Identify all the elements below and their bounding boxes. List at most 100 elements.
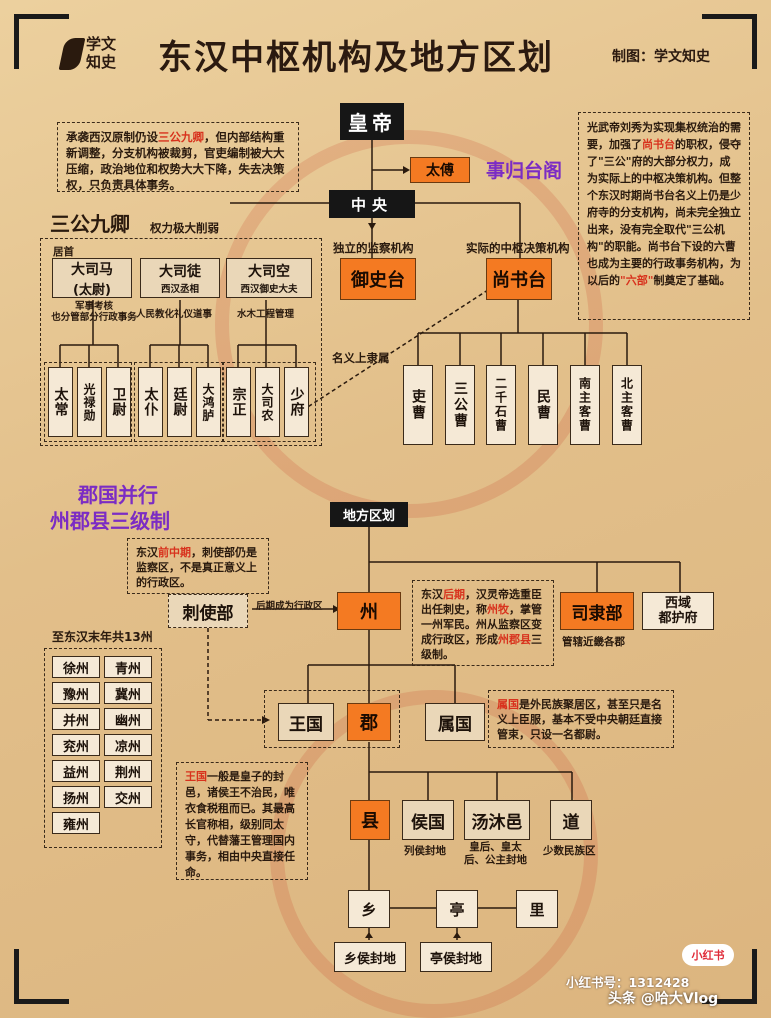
jun-node: 郡 [347, 703, 391, 741]
shangshu-caption: 实际的中枢决策机构 [466, 241, 570, 255]
jiuqing-node: 大鸿胪 [196, 367, 221, 437]
sangong-note: 承袭西汉原制仍设三公九卿，但内部结构重新调整，分支机构被裁剪，官吏编制被大大压缩… [57, 122, 299, 192]
xian-node: 县 [350, 800, 390, 840]
sangong-jiuqing-frame [40, 238, 322, 446]
liucao-node: 民曹 [528, 365, 558, 445]
brand-logo: 学文 知史 [58, 34, 132, 74]
note-highlight: 属国 [497, 698, 519, 711]
liucao-node: 二千石曹 [486, 365, 516, 445]
taifu-node: 太傅 [410, 157, 470, 183]
weakened-label: 权力极大削弱 [150, 221, 219, 235]
logo-line1: 学文 [86, 35, 117, 53]
dasima-node: 大司马 (太尉) [52, 258, 132, 298]
state-cell: 豫州 [52, 682, 100, 704]
note-text: ，刺使部仍是监察区，不是真正意义上的行政区。 [136, 546, 257, 589]
jiuqing-node: 光禄勋 [77, 367, 102, 437]
wangguo-jun-frame [264, 690, 400, 748]
jiuqing-group-frame [222, 362, 316, 442]
liucao-node: 北主客曹 [612, 365, 642, 445]
note-text: 的职权，侵夺了"三公"府的大部分权力，成为实际上的中枢决策机构。但整个东汉时期尚… [587, 138, 741, 287]
state-cell: 扬州 [52, 786, 100, 808]
corner-ornament-bl [14, 949, 69, 1004]
state-cell: 凉州 [104, 734, 152, 756]
jiuqing-group-frame [44, 362, 132, 442]
tangmuyi-desc: 皇后、皇太 后、公主封地 [464, 841, 527, 866]
note-highlight: 前中期 [158, 546, 191, 559]
note-highlight: 三公九卿 [158, 130, 204, 144]
local-heading-2: 州郡县三级制 [50, 509, 170, 533]
houguo-desc: 列侯封地 [404, 845, 446, 857]
brush-logo-icon [58, 38, 86, 70]
dasikong-label: 大司空 [248, 264, 290, 280]
li-node: 里 [516, 890, 558, 928]
tangmuyi-node: 汤沐邑 [464, 800, 530, 840]
yushi-caption: 独立的监察机构 [333, 241, 414, 255]
state-cell: 兖州 [52, 734, 100, 756]
page-title: 东汉中枢机构及地方区划 [158, 38, 554, 78]
xiaohongshu-badge: 小红书 [682, 944, 734, 966]
juzhu-label: 居首 [53, 246, 74, 258]
note-highlight: 尚书台 [642, 138, 675, 151]
shangshu-note: 光武帝刘秀为实现集权统治的需要，加强了尚书台的职权，侵夺了"三公"府的大部分权力… [578, 112, 750, 320]
jiuqing-node: 少府 [284, 367, 309, 437]
wangguo-note: 王国一般是皇子的封邑，诸侯王不治民，唯衣食税租而已。其最高长官称相，级别同太守，… [176, 762, 308, 880]
note-highlight: 后期 [443, 588, 465, 601]
jiuqing-node: 宗正 [226, 367, 251, 437]
corner-ornament-tl [14, 14, 69, 69]
chart-credit: 制图：学文知史 [612, 49, 710, 65]
later-admin-label: 后期成为行政区 [256, 601, 323, 612]
note-highlight: 州牧 [487, 603, 509, 616]
jiuqing-node: 大司农 [255, 367, 280, 437]
corner-ornament-br [702, 949, 757, 1004]
logo-line2: 知史 [86, 53, 117, 71]
ting-node: 亭 [436, 890, 478, 928]
note-highlight: 王国 [185, 770, 207, 783]
toutiao-watermark: 头条 @哈大Vlog [608, 991, 719, 1007]
sili-node: 司隶部 [560, 592, 634, 630]
emperor-node: 皇帝 [340, 103, 404, 140]
center-node: 中央 [329, 190, 415, 218]
state-cell: 幽州 [104, 708, 152, 730]
dasitu-sub: 西汉丞相 [160, 284, 199, 295]
dasima-sub: (太尉) [73, 282, 111, 298]
shuguo-note: 属国是外民族聚居区，甚至只是名义上臣服，基本不受中央朝廷直接管束，只设一名都尉。 [488, 690, 674, 748]
note-text: ，掌管一州军民。州从监察区变成行政区，形成 [421, 603, 542, 646]
note-text: 光武帝刘秀为实现集权统治的需要，加强了 [587, 121, 741, 151]
state-cell: 雍州 [52, 812, 100, 834]
yushitai-node: 御史台 [340, 258, 416, 300]
state-cell: 并州 [52, 708, 100, 730]
shuguo-node: 属国 [425, 703, 485, 741]
total13-label: 至东汉末年共13州 [52, 630, 153, 644]
dasitu-desc: 人民教化礼仪道事 [136, 309, 213, 320]
jiuqing-node: 廷尉 [167, 367, 192, 437]
note-text: 一般是皇子的封邑，诸侯王不治民，唯衣食税租而已。其最高长官称相，级别同太守，代替… [185, 770, 295, 879]
xiaohongshu-id: 小红书号：1312428 [566, 975, 690, 990]
state-cell: 交州 [104, 786, 152, 808]
zhou-node: 州 [337, 592, 401, 630]
nominal-label: 名义上隶属 [332, 351, 390, 365]
dasima-desc: 军事考核 也分管部分行政事务 [51, 301, 137, 323]
state-cell: 徐州 [52, 656, 100, 678]
jiuqing-node: 太常 [48, 367, 73, 437]
liucao-node: 吏曹 [403, 365, 433, 445]
note-text: 制奠定了基础。 [653, 274, 731, 287]
local-heading-1: 郡国并行 [78, 483, 158, 507]
liucao-node: 南主客曹 [570, 365, 600, 445]
xianghou-node: 乡侯封地 [334, 942, 406, 972]
houguo-node: 侯国 [402, 800, 454, 840]
wangguo-node: 王国 [278, 703, 334, 741]
shigui-label: 事归台阁 [486, 160, 563, 182]
jiuqing-group-frame [134, 362, 224, 442]
state-cell: 青州 [104, 656, 152, 678]
dasikong-node: 大司空 西汉御史大夫 [226, 258, 312, 298]
note-highlight: 州郡县 [498, 633, 531, 646]
dasima-label: 大司马 [71, 261, 113, 278]
sangong-heading: 三公九卿 [50, 212, 130, 236]
jiuqing-node: 卫尉 [106, 367, 131, 437]
cishi-note: 东汉前中期，刺使部仍是监察区，不是真正意义上的行政区。 [127, 538, 269, 594]
jiuqing-node: 太仆 [138, 367, 163, 437]
note-highlight: "六部" [620, 274, 654, 287]
dao-desc: 少数民族区 [543, 845, 596, 857]
note-text: 东汉 [421, 588, 443, 601]
